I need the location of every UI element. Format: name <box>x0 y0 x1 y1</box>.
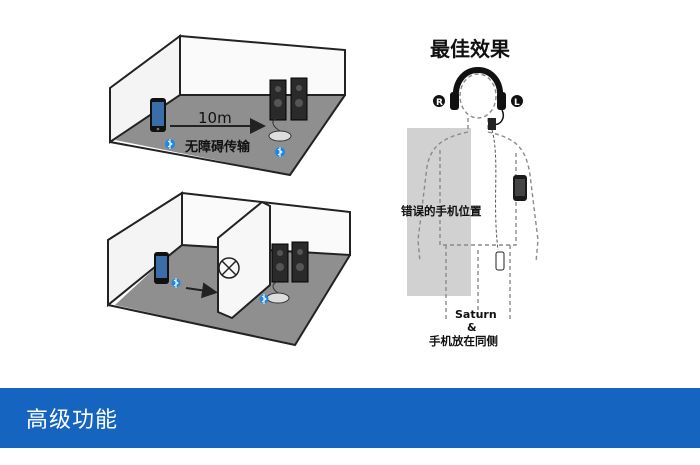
bottom-room <box>107 191 351 347</box>
top-phone-icon <box>150 98 166 132</box>
bottom-room-front-edge <box>107 254 351 347</box>
barrier-free-caption: 无障碍传输 <box>184 139 251 155</box>
section-banner: 高级功能 <box>0 388 700 448</box>
wrong-zone <box>407 128 471 296</box>
bottom-spacer <box>0 448 700 465</box>
top-room-wall-back <box>179 34 346 96</box>
illustration-svg: 10m 无障碍传输 <box>107 34 539 348</box>
distance-label: 10m <box>198 109 232 127</box>
same-side-label: 手机放在同侧 <box>429 334 498 348</box>
bottom-phone-bluetooth-icon <box>171 278 181 288</box>
right-panel: 最佳效果 R L <box>401 37 539 348</box>
headphones-icon <box>450 67 506 130</box>
top-room-floor <box>115 95 345 175</box>
hanging-receiver-icon <box>495 251 505 271</box>
top-speakers-icon <box>269 77 308 121</box>
top-room: 10m 无障碍传输 <box>109 34 346 177</box>
top-phone-bluetooth-icon <box>165 139 175 149</box>
best-effect-title: 最佳效果 <box>430 37 510 61</box>
bottom-transmission-arrow <box>185 282 218 299</box>
ampersand: & <box>467 321 477 334</box>
bottom-speakers-icon <box>271 241 309 283</box>
product-name: Saturn <box>455 308 497 321</box>
wrong-phone-position-label: 错误的手机位置 <box>401 204 482 218</box>
blocked-x-icon <box>218 257 240 279</box>
top-receiver-bluetooth-icon <box>275 147 285 157</box>
bottom-phone-icon <box>154 252 169 284</box>
headphone-cable <box>491 129 499 251</box>
armband-phone-icon <box>513 175 527 201</box>
right-ear-badge: R <box>436 98 443 108</box>
top-receiver-icon <box>268 117 292 142</box>
top-room-front-edge <box>109 94 346 177</box>
illustration-stage: 10m 无障碍传输 <box>107 34 539 348</box>
bottom-receiver-bluetooth-icon <box>259 294 269 304</box>
section-title: 高级功能 <box>26 408 119 433</box>
left-ear-badge: L <box>514 98 520 108</box>
